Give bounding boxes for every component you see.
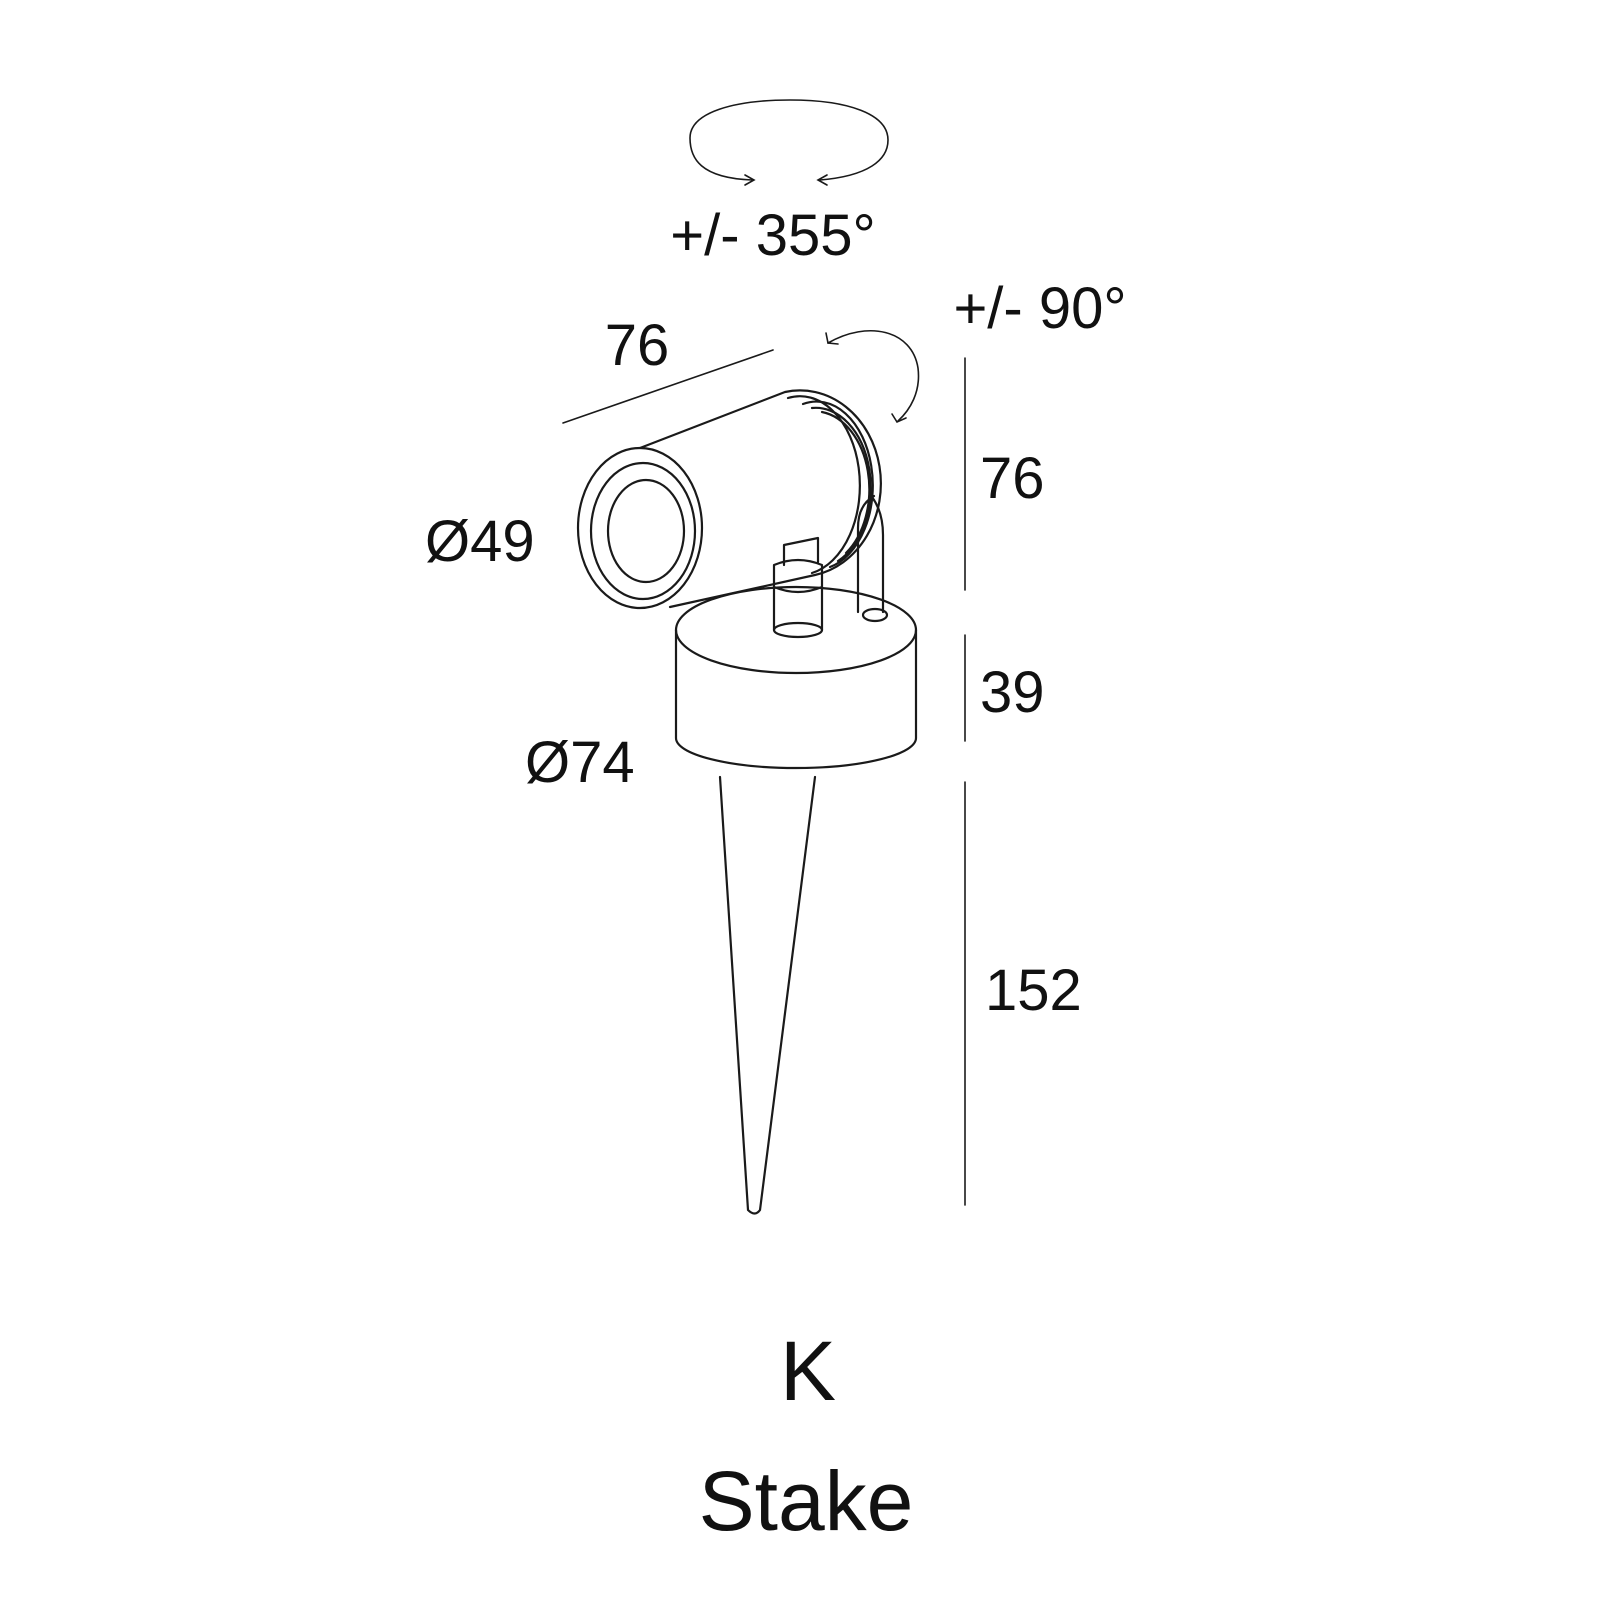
head-body <box>576 389 882 610</box>
product-mount-type: Stake <box>699 1454 914 1548</box>
luminaire-illustration <box>576 389 918 1215</box>
product-code: K <box>780 1324 836 1418</box>
tilt-rotation-label: +/- 90° <box>953 276 1126 341</box>
pan-rotation-label: +/- 355° <box>670 203 875 268</box>
head-length-dimension-line <box>562 349 774 424</box>
pan-rotation-arrow-icon <box>689 99 889 186</box>
base-diameter-label: Ø74 <box>525 730 635 795</box>
base-cylinder <box>674 585 918 770</box>
stake-spike <box>718 775 817 1215</box>
head-length-label: 76 <box>605 313 670 378</box>
head-height-label: 76 <box>980 446 1045 511</box>
lens-diameter-label: Ø49 <box>425 509 535 574</box>
base-height-label: 39 <box>980 660 1045 725</box>
stake-length-label: 152 <box>985 958 1082 1023</box>
tilt-rotation-arrow-icon <box>825 330 920 424</box>
swivel-arm <box>772 536 824 639</box>
